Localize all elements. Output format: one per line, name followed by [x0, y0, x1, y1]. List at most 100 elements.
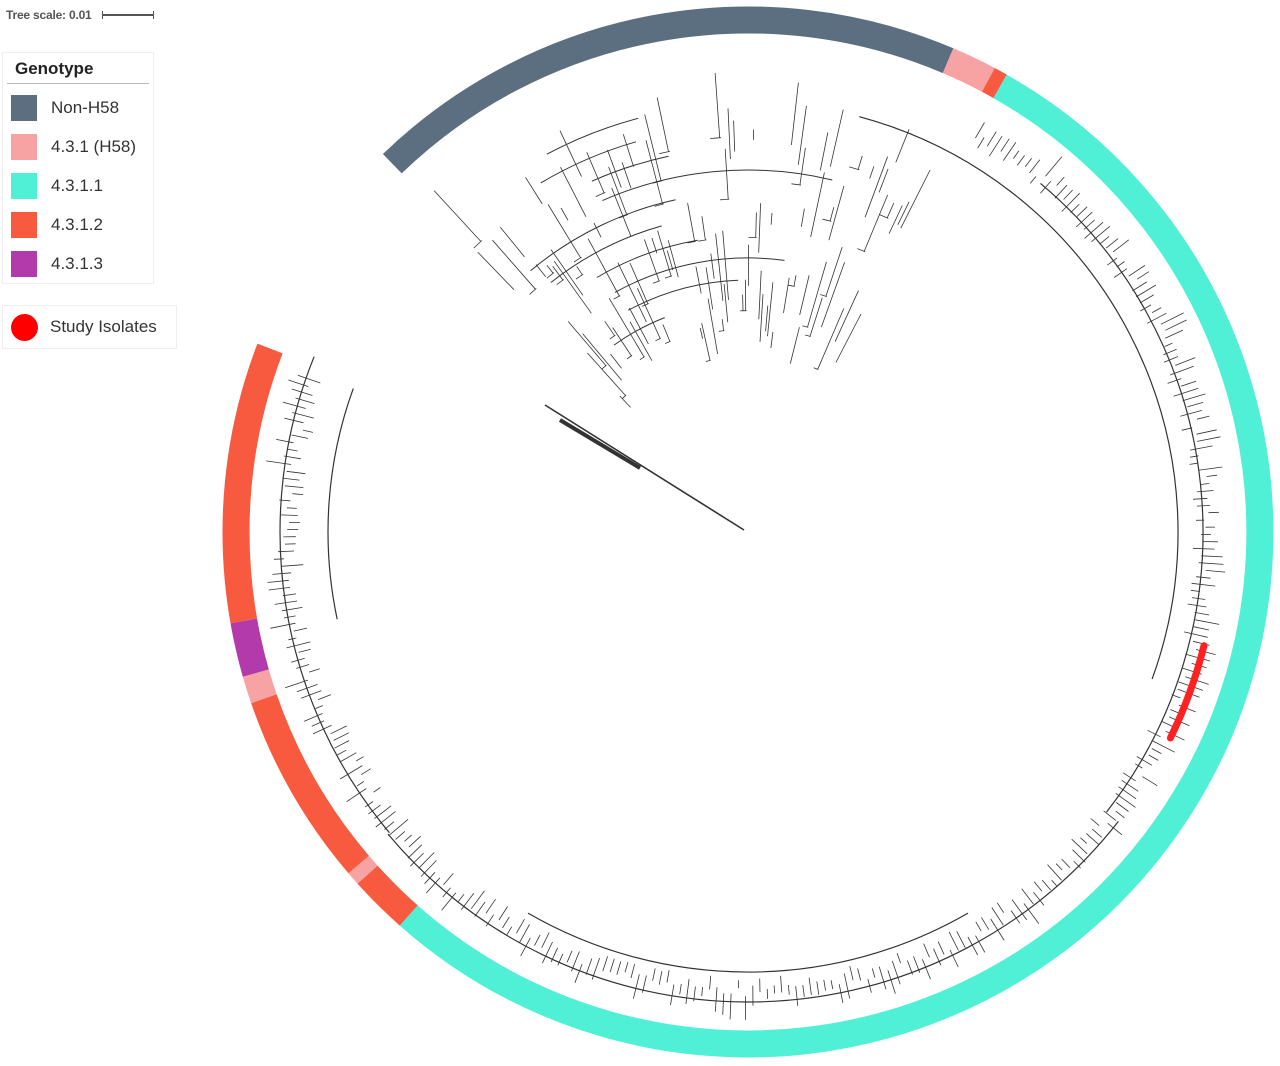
leaf-tick: [286, 470, 306, 475]
leaf-tick: [291, 388, 313, 396]
clade-branch: [724, 148, 729, 200]
leaf-tick: [534, 934, 541, 946]
leaf-tick: [1205, 570, 1226, 573]
clade-branch: [656, 97, 669, 152]
leaf-tick: [1196, 415, 1210, 420]
leaf-tick: [1061, 858, 1071, 868]
clade-branch: [576, 266, 583, 276]
leaf-tick: [287, 448, 298, 452]
leaf-tick: [293, 627, 308, 632]
clade-connector: [655, 337, 662, 342]
leaf-tick: [1086, 833, 1100, 846]
leaf-tick: [418, 852, 435, 869]
clade-branch: [821, 262, 845, 328]
leaf-tick: [722, 993, 725, 1015]
leaf-tick: [1107, 257, 1118, 266]
clade-branch: [586, 152, 605, 194]
clade-connector: [879, 214, 889, 219]
inner-clade-arc-6: [602, 169, 833, 202]
leaf-tick: [1193, 626, 1209, 631]
clade-connector: [473, 240, 483, 249]
leaf-tick: [816, 981, 820, 995]
leaf-tick: [1063, 189, 1073, 200]
inner-clade-arc-2: [614, 257, 785, 293]
leaf-tick: [274, 600, 298, 605]
leaf-tick: [795, 986, 799, 1007]
leaf-tick: [1083, 219, 1095, 230]
leaf-tick: [267, 579, 289, 583]
leaf-tick: [516, 918, 525, 934]
clade-branch: [721, 319, 724, 331]
ring-segment-3: [399, 74, 1274, 1058]
leaf-tick: [693, 986, 696, 1002]
leaf-tick: [1165, 319, 1187, 331]
leaf-tick: [485, 914, 495, 927]
inner-clade-arc-0: [613, 317, 665, 346]
leaf-tick: [1206, 474, 1218, 477]
legend-item-4-3-1-2: 4.3.1.2: [3, 205, 153, 244]
clade-connector: [654, 203, 664, 207]
leaf-tick: [642, 975, 647, 993]
leaf-tick: [284, 679, 309, 689]
leaf-tick: [520, 937, 531, 957]
clade-branch: [662, 324, 671, 342]
leaf-tick: [1105, 238, 1119, 249]
leaf-tick: [1029, 176, 1037, 184]
clade-branch: [797, 105, 807, 165]
clade-branch: [687, 202, 696, 242]
clade-connector: [787, 284, 795, 287]
leaf-tick: [502, 916, 510, 929]
clade-branch: [525, 177, 543, 205]
clade-branch: [869, 166, 875, 179]
clade-branch: [722, 230, 729, 300]
leaf-tick: [896, 952, 901, 964]
leaf-tick: [948, 931, 959, 951]
leaf-tick: [311, 720, 325, 727]
ring-segment-8: [230, 618, 269, 677]
leaf-tick: [1165, 329, 1184, 339]
leaf-tick: [281, 564, 304, 567]
clade-branch: [499, 226, 525, 258]
leaf-tick: [266, 460, 292, 465]
legend-swatch: [11, 250, 37, 277]
clade-connector: [705, 360, 711, 362]
leaf-tick: [701, 986, 703, 997]
leaf-tick: [975, 935, 986, 953]
leaf-tick: [1196, 429, 1217, 435]
leaf-tick: [395, 831, 406, 840]
inner-clade-arc-5: [530, 199, 676, 272]
leaf-tick: [1197, 436, 1221, 442]
legend-swatch: [11, 211, 37, 238]
legend-label: 4.3.1 (H58): [51, 136, 137, 156]
clade-branch: [723, 283, 729, 323]
leaf-tick: [457, 893, 465, 902]
leaf-tick: [878, 966, 887, 990]
leaf-tick: [1191, 582, 1216, 587]
clade-branch: [645, 140, 663, 205]
leaf-tick: [1041, 879, 1051, 891]
leaf-tick: [485, 898, 496, 914]
clade-branch: [770, 331, 774, 349]
leaf-tick: [282, 401, 306, 409]
clade-connector: [822, 218, 832, 222]
leaf-tick: [330, 725, 347, 735]
leaf-tick: [808, 977, 812, 995]
leaf-tick: [388, 818, 409, 837]
leaf-tick: [913, 956, 921, 973]
clade-connector: [573, 256, 582, 263]
clade-branch: [715, 233, 724, 301]
backbone-arc-1: [387, 821, 1119, 1003]
leaf-tick: [933, 948, 942, 966]
leaf-tick: [1061, 192, 1080, 212]
inner-clade-arc-8: [540, 141, 637, 184]
leaf-tick: [1128, 264, 1146, 277]
legend-label: 4.3.1.3: [51, 253, 103, 273]
clade-connector: [687, 241, 696, 244]
leaf-tick: [1134, 763, 1143, 769]
leaf-tick: [1190, 445, 1213, 451]
leaf-tick: [1160, 312, 1184, 325]
leaf-tick: [282, 593, 297, 597]
study-isolates-arc: [1166, 642, 1208, 742]
legend-label: Non-H58: [51, 97, 120, 117]
